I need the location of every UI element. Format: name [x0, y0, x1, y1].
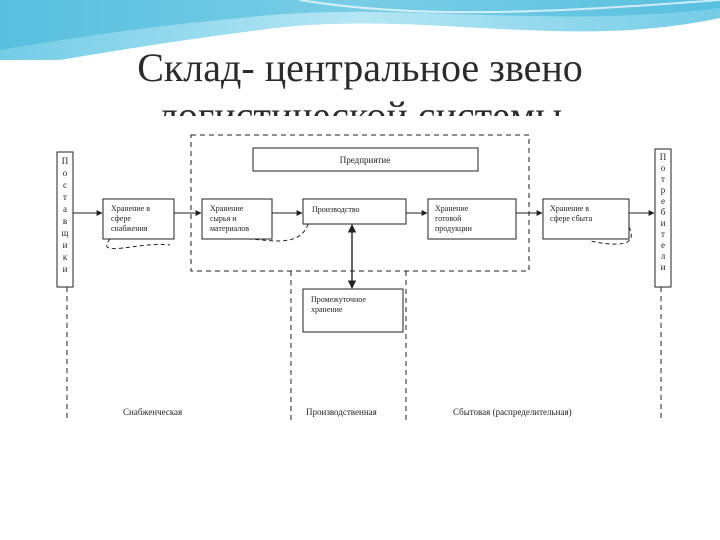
consumers-letter: л	[661, 251, 666, 261]
logistics-diagram: Предприятие П о с т а в щ и к и П о т р …	[50, 119, 680, 427]
suppliers-letter: П	[62, 156, 69, 166]
consumers-letter: и	[661, 218, 666, 228]
consumers-letter: о	[661, 163, 666, 173]
consumers-letter: т	[661, 174, 665, 184]
supply-storage-line3: снабжения	[111, 224, 148, 233]
raw-storage-line3: материалов	[210, 224, 249, 233]
slide-title-line2: логистической системы	[157, 93, 563, 116]
suppliers-letter: т	[63, 192, 67, 202]
production-box	[302, 198, 407, 225]
sales-storage-line1: Хранение в	[550, 204, 589, 213]
supply-storage-box	[102, 198, 175, 240]
suppliers-letter: к	[63, 252, 68, 262]
header-swoosh-decoration	[0, 0, 720, 60]
raw-storage-line2: сырья и	[210, 214, 237, 223]
consumers-letter: е	[661, 196, 665, 206]
finished-storage-box	[427, 198, 517, 240]
raw-storage-box	[201, 198, 273, 240]
consumers-letter: П	[660, 152, 667, 162]
production-label: Производство	[312, 205, 360, 214]
sales-storage-box	[542, 198, 630, 240]
suppliers-letter: с	[63, 180, 67, 190]
finished-storage-line1: Хранение	[435, 204, 469, 213]
consumers-letter: т	[661, 229, 665, 239]
raw-storage-line1: Хранение	[210, 204, 244, 213]
consumers-letter: и	[661, 262, 666, 272]
consumers-label: П о т р е б и т е л и	[660, 152, 667, 272]
finished-storage-line3: продукции	[435, 224, 473, 233]
finished-storage-line2: готовой	[435, 214, 462, 223]
enterprise-box	[252, 147, 479, 172]
suppliers-letter: щ	[62, 228, 69, 238]
consumers-letter: е	[661, 240, 665, 250]
sales-storage-line2: сфере сбыта	[550, 214, 593, 223]
intermediate-storage-box	[302, 288, 404, 333]
enterprise-label: Предприятие	[340, 155, 390, 165]
supply-storage-line1: Хранение в	[111, 204, 150, 213]
zone-label-supply: Снабженческая	[123, 407, 182, 417]
enterprise-boundary	[190, 134, 530, 272]
zone-label-sales: Сбытовая (распределительная)	[453, 407, 572, 417]
return-flow-supply	[106, 238, 171, 250]
zone-label-production: Производственная	[306, 407, 377, 417]
return-flow-sales	[589, 226, 632, 245]
consumers-box	[654, 148, 672, 288]
suppliers-letter: о	[63, 168, 68, 178]
suppliers-letter: и	[63, 240, 68, 250]
suppliers-label: П о с т а в щ и к и	[62, 156, 69, 274]
suppliers-letter: и	[63, 264, 68, 274]
intermediate-storage-line1: Промежуточное	[311, 295, 366, 304]
supply-storage-line2: сфере	[111, 214, 131, 223]
suppliers-box	[56, 151, 74, 288]
slide-title-line1: Склад- центральное звено	[137, 45, 583, 90]
consumers-letter: р	[661, 185, 666, 195]
suppliers-letter: в	[63, 216, 67, 226]
consumers-letter: б	[661, 207, 666, 217]
intermediate-storage-line2: хранение	[311, 305, 343, 314]
suppliers-letter: а	[63, 204, 67, 214]
